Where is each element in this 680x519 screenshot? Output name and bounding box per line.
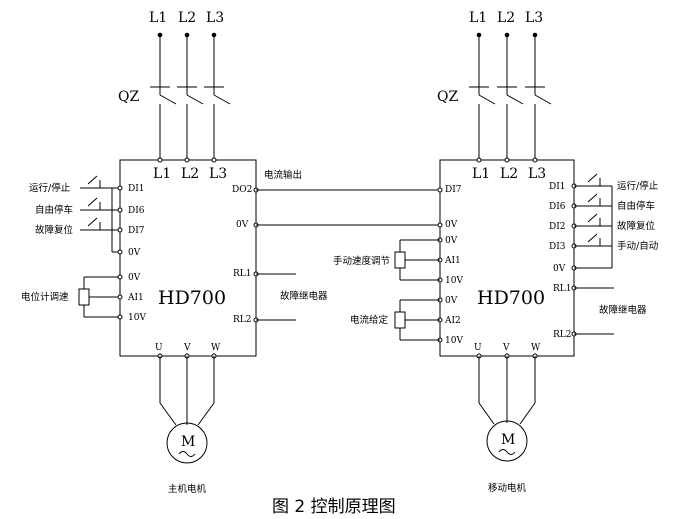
right-di7-terminal: DI7 [445,185,462,195]
left-drive-in-l1: L1 [153,166,171,182]
left-di1-terminal: DI1 [128,184,145,194]
left-out-u: U [155,343,163,353]
left-relay-label: 故障继电器 [280,290,328,302]
left-motor-circle [166,422,208,464]
left-di7-label: 故障复位 [35,224,74,236]
right-ai2-terminal: AI2 [444,316,461,326]
left-supply: L1 L2 L3 QZ [118,10,231,160]
right-out-u: U [474,343,482,353]
right-rl1-terminal: RL1 [553,284,571,294]
left-supply-l1: L1 [149,10,167,26]
left-breaker-label: QZ [118,89,139,105]
right-speed-potentiometer: 手动速度调节 [333,239,440,281]
left-current-output-label: 电流输出 [264,169,302,181]
right-di1-terminal: DI1 [549,182,566,192]
right-motor-symbol: M [501,432,515,448]
right-out-v: V [502,343,510,353]
left-0v-terminal: 0V [236,220,249,230]
figure-caption: 图 2 控制原理图 [272,497,396,517]
left-rl1-terminal: RL1 [233,269,251,279]
right-di6-label: 自由停车 [617,200,655,212]
left-supply-l3: L3 [206,10,224,26]
right-breaker-switch-3 [525,86,552,160]
left-motor-assembly: U V W M 主机电机 [155,343,221,495]
right-out-w: W [531,343,541,353]
right-relay: RL1 RL2 故障继电器 [553,284,647,340]
left-pot-ai1: AI1 [127,293,144,303]
right-breaker-label: QZ [437,89,458,105]
left-drive-in-l2: L2 [181,166,199,182]
left-potentiometer: 0V AI1 10V 电位计调速 [21,273,146,323]
left-breaker-switch-1 [150,86,177,160]
left-out-v: V [183,343,191,353]
right-supply-l3: L3 [525,10,543,26]
right-10v-terminal-b: 10V [445,336,463,346]
right-current-potentiometer: 电流给定 [350,299,440,341]
right-digital-inputs: DI1 DI6 DI2 DI3 0V 运行/停止 自由停车 故障复位 手动/自动 [549,173,659,274]
right-0v-terminal-b: 0V [445,236,458,246]
left-di7-terminal: DI7 [128,226,145,236]
right-breaker-switch-2 [497,86,524,160]
left-breaker-switch-3 [204,86,231,160]
right-common-0v: 0V [553,264,566,274]
left-outputs: DO2 0V RL1 RL2 电流输出 故障继电器 [232,169,328,325]
left-rl2-terminal: RL2 [233,315,251,325]
right-drive-in-l2: L2 [500,166,518,182]
right-supply: L1 L2 L3 QZ [437,10,552,160]
right-supply-l2: L2 [497,10,515,26]
right-motor-assembly: U V W M 移动电机 [474,343,541,494]
left-supply-l2: L2 [178,10,196,26]
left-pot-label: 电位计调速 [21,291,69,303]
right-rl2-terminal: RL2 [553,330,571,340]
right-drive-left-terminals: DI7 0V 0V AI1 10V 0V AI2 10V [437,185,463,346]
right-relay-label: 故障继电器 [599,304,647,316]
right-di2-terminal: DI2 [549,222,566,232]
right-drive-model: HD700 [477,287,545,309]
right-10v-terminal-a: 10V [445,276,463,286]
right-di2-label: 故障复位 [617,220,656,232]
right-drive-in-l3: L3 [528,166,546,182]
right-motor-caption: 移动电机 [488,482,527,494]
left-di6-label: 自由停车 [35,204,73,216]
left-common-0v: 0V [128,248,141,258]
right-0v-terminal-c: 0V [445,296,458,306]
right-motor-circle [486,420,528,462]
right-di1-label: 运行/停止 [617,180,659,192]
left-motor-symbol: M [181,434,195,450]
right-ai1-terminal: AI1 [444,256,461,266]
left-drive-model: HD700 [158,287,226,309]
right-drive-in-l1: L1 [472,166,490,182]
left-motor-caption: 主机电机 [168,483,207,495]
left-do2-terminal: DO2 [232,185,252,195]
left-pot-10v: 10V [128,313,146,323]
left-pot-0v: 0V [128,273,141,283]
left-drive-in-l3: L3 [209,166,227,182]
left-digital-inputs: DI1 DI6 DI7 0V 运行/停止 自由停车 故障复位 [29,175,145,258]
right-breaker-switch-1 [469,86,496,160]
left-di1-label: 运行/停止 [29,182,71,194]
right-speed-pot-label: 手动速度调节 [333,255,390,267]
right-di3-terminal: DI3 [549,242,566,252]
right-supply-l1: L1 [469,10,487,26]
left-out-w: W [211,343,221,353]
right-di6-terminal: DI6 [549,202,566,212]
left-breaker-switch-2 [177,86,204,160]
left-di6-terminal: DI6 [128,206,145,216]
right-0v-terminal-a: 0V [445,220,458,230]
right-di3-label: 手动/自动 [617,240,658,252]
right-current-pot-label: 电流给定 [350,314,389,326]
